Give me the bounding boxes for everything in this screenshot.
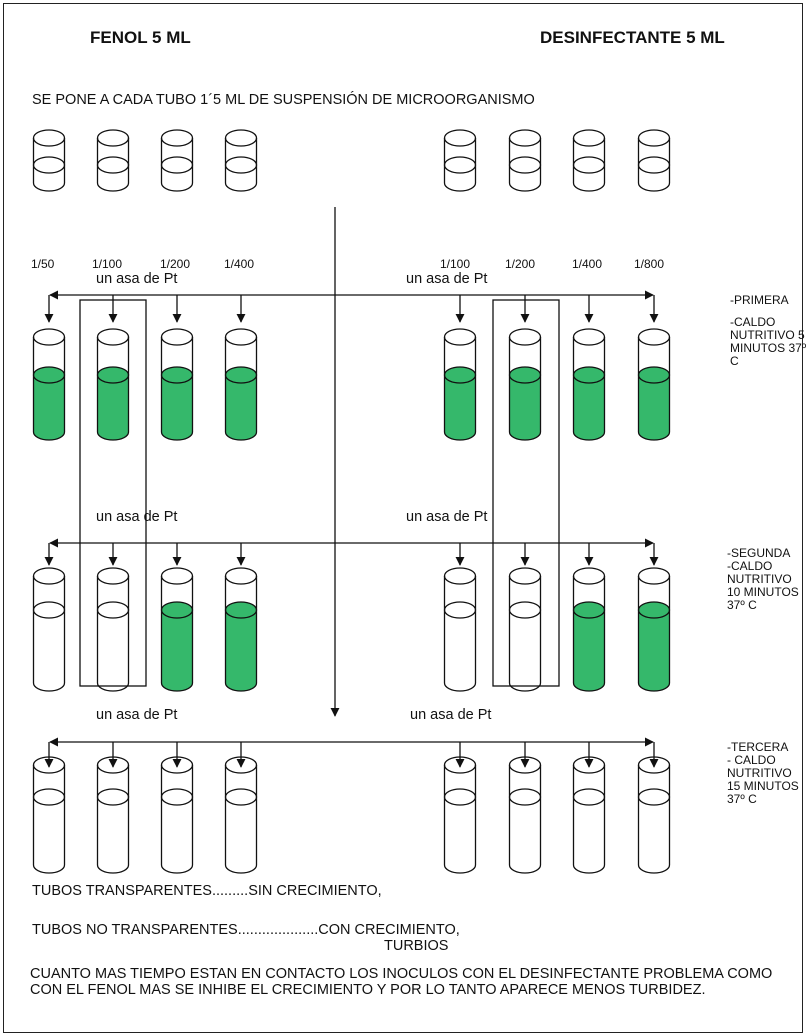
highlight-box <box>79 299 147 687</box>
fenol-tube <box>32 328 66 441</box>
asa-label: un asa de Pt <box>410 707 492 723</box>
stage-2-conditions: -CALDO NUTRITIVO 10 MINUTOS 37º C <box>727 559 799 612</box>
initial-tube <box>572 129 606 192</box>
asa-label: un asa de Pt <box>406 271 488 287</box>
asa-label: un asa de Pt <box>406 509 488 525</box>
initial-tube <box>224 129 258 192</box>
fenol-tube <box>32 567 66 692</box>
asa-label: un asa de Pt <box>96 707 178 723</box>
dilution-label: 1/200 <box>505 257 536 271</box>
fenol-tube <box>96 567 130 692</box>
dilution-label: 1/400 <box>224 257 255 271</box>
initial-tube <box>96 129 130 192</box>
dilution-label: 1/200 <box>160 257 191 271</box>
desinfectante-tube <box>508 567 542 692</box>
fenol-header: FENOL 5 ML <box>90 28 191 47</box>
dilution-label: 1/800 <box>634 257 665 271</box>
asa-label: un asa de Pt <box>96 509 178 525</box>
legend-opaque: TUBOS NO TRANSPARENTES..................… <box>32 922 460 938</box>
fenol-tube <box>160 567 194 692</box>
dilution-label: 1/50 <box>31 257 55 271</box>
desinfectante-tube <box>637 756 671 874</box>
stage-3-conditions: - CALDO NUTRITIVO 15 MINUTOS 37º C <box>727 753 799 806</box>
stage-1-title: -PRIMERA <box>730 293 789 307</box>
initial-tube <box>443 129 477 192</box>
desinfectante-tube <box>508 328 542 441</box>
fenol-tube <box>224 756 258 874</box>
fenol-tube <box>32 756 66 874</box>
page-border <box>3 3 803 1033</box>
desinfectante-tube <box>572 756 606 874</box>
highlight-box <box>492 299 560 687</box>
stage-2-title: -SEGUNDA <box>727 546 791 560</box>
instruction-text: SE PONE A CADA TUBO 1´5 ML DE SUSPENSIÓN… <box>32 92 535 108</box>
conclusion-paragraph: CUANTO MAS TIEMPO ESTAN EN CONTACTO LOS … <box>30 966 773 998</box>
desinfectante-tube <box>637 328 671 441</box>
fenol-tube <box>96 328 130 441</box>
desinfectante-header: DESINFECTANTE 5 ML <box>540 28 725 47</box>
fenol-tube <box>224 328 258 441</box>
desinfectante-tube <box>508 756 542 874</box>
initial-tube <box>32 129 66 192</box>
desinfectante-tube <box>572 567 606 692</box>
dilution-label: 1/100 <box>440 257 471 271</box>
dilution-label: 1/100 <box>92 257 123 271</box>
fenol-tube <box>96 756 130 874</box>
initial-tube <box>508 129 542 192</box>
desinfectante-tube <box>572 328 606 441</box>
desinfectante-tube <box>637 567 671 692</box>
initial-tube <box>637 129 671 192</box>
initial-tube <box>160 129 194 192</box>
fenol-tube <box>160 756 194 874</box>
desinfectante-tube <box>443 756 477 874</box>
legend-transparent: TUBOS TRANSPARENTES.........SIN CRECIMIE… <box>32 883 382 899</box>
asa-label: un asa de Pt <box>96 271 178 287</box>
fenol-tube <box>160 328 194 441</box>
stage-1-conditions: -CALDO NUTRITIVO 5 MINUTOS 37º C <box>730 315 807 368</box>
legend-opaque-cont: TURBIOS <box>384 938 449 954</box>
desinfectante-tube <box>443 328 477 441</box>
dilution-label: 1/400 <box>572 257 603 271</box>
stage-3-title: -TERCERA <box>727 740 789 754</box>
fenol-tube <box>224 567 258 692</box>
desinfectante-tube <box>443 567 477 692</box>
